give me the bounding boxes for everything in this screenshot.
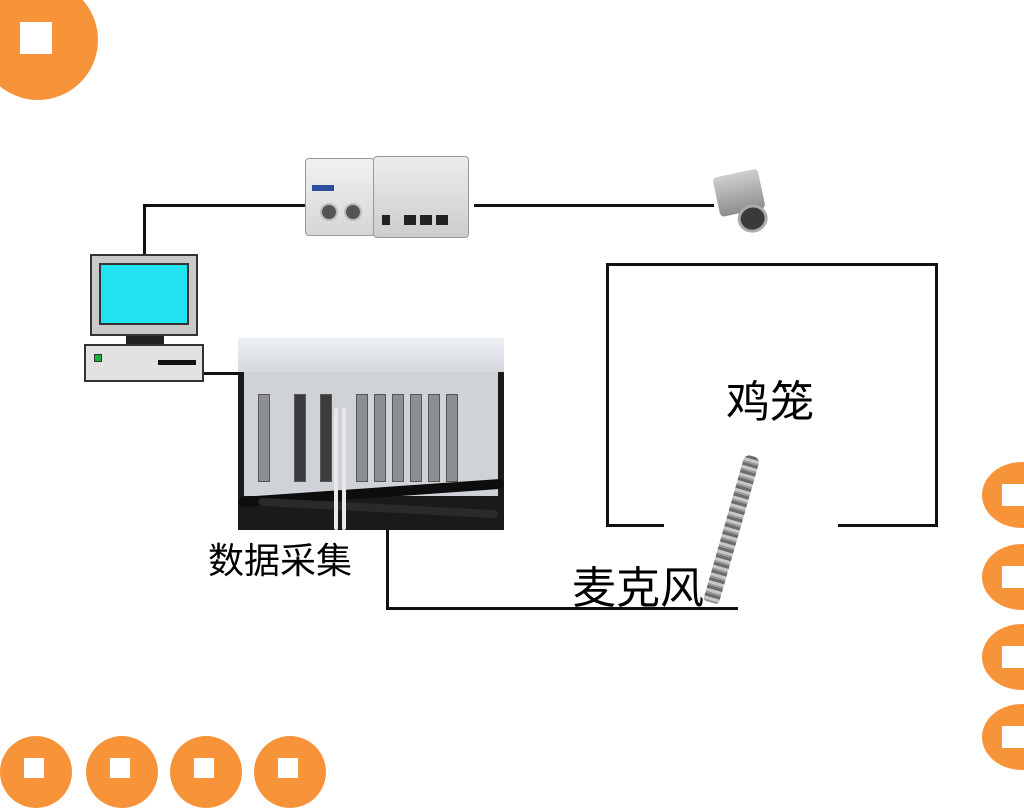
circle-square-mark — [194, 758, 214, 778]
module-slot — [374, 394, 386, 482]
bottom-circle-1 — [0, 736, 72, 808]
data-acquisition-label: 数据采集 — [208, 541, 353, 582]
drive-slot — [158, 360, 196, 365]
circle-square-mark — [1002, 646, 1024, 668]
monitor-stand — [126, 336, 164, 344]
network-switch-icon — [373, 156, 469, 238]
connector-line — [204, 372, 238, 375]
ethernet-port-icon — [436, 215, 448, 225]
monitor-screen — [99, 263, 189, 325]
bottom-circle-2 — [86, 736, 158, 808]
module-slot — [258, 394, 270, 482]
chicken-coop-label: 鸡笼 — [726, 377, 814, 428]
module-slot — [410, 394, 422, 482]
module-slot — [356, 394, 368, 482]
side-circle-2 — [982, 544, 1024, 610]
coop-outline — [606, 263, 609, 527]
circle-square-mark — [1002, 484, 1024, 506]
power-led-icon — [94, 354, 102, 362]
connector-line — [474, 204, 714, 207]
connector-line — [386, 607, 738, 610]
switch-button-icon — [382, 215, 390, 225]
cable — [257, 497, 499, 519]
coop-outline — [606, 263, 938, 266]
microphone-icon — [703, 454, 761, 605]
ethernet-port-icon — [420, 215, 432, 225]
microphone-label: 麦克风 — [572, 563, 704, 614]
module-slot — [428, 394, 440, 482]
camera-icon — [712, 167, 775, 237]
bottom-circle-3 — [170, 736, 242, 808]
computer-icon — [90, 254, 198, 336]
chassis-vent — [238, 338, 504, 372]
corner-circle-top-left — [0, 0, 98, 100]
video-server-icon — [305, 158, 375, 236]
bottom-circle-4 — [254, 736, 326, 808]
bnc-connector-icon — [320, 203, 338, 221]
module-slot — [392, 394, 404, 482]
side-circle-1 — [982, 462, 1024, 528]
side-circle-4 — [982, 704, 1024, 770]
coop-outline — [606, 524, 664, 527]
circle-square-mark — [24, 758, 44, 778]
cable — [334, 408, 338, 530]
device-logo — [312, 185, 334, 191]
module-slot — [294, 394, 306, 482]
module-slot — [320, 394, 332, 482]
chassis-front-panel — [244, 372, 498, 496]
connector-line — [143, 204, 146, 256]
bnc-connector-icon — [344, 203, 362, 221]
connector-line — [386, 530, 389, 610]
circle-square-mark — [1002, 566, 1024, 588]
daq-chassis-photo — [238, 338, 504, 530]
coop-outline — [935, 263, 938, 527]
circle-square-mark — [110, 758, 130, 778]
circle-square-mark — [20, 22, 52, 54]
side-circle-3 — [982, 624, 1024, 690]
coop-outline — [838, 524, 938, 527]
module-slot — [446, 394, 458, 482]
pc-base-unit — [84, 344, 204, 382]
ethernet-port-icon — [404, 215, 416, 225]
circle-square-mark — [278, 758, 298, 778]
connector-line — [143, 204, 305, 207]
circle-square-mark — [1002, 726, 1024, 748]
cable — [342, 408, 346, 530]
